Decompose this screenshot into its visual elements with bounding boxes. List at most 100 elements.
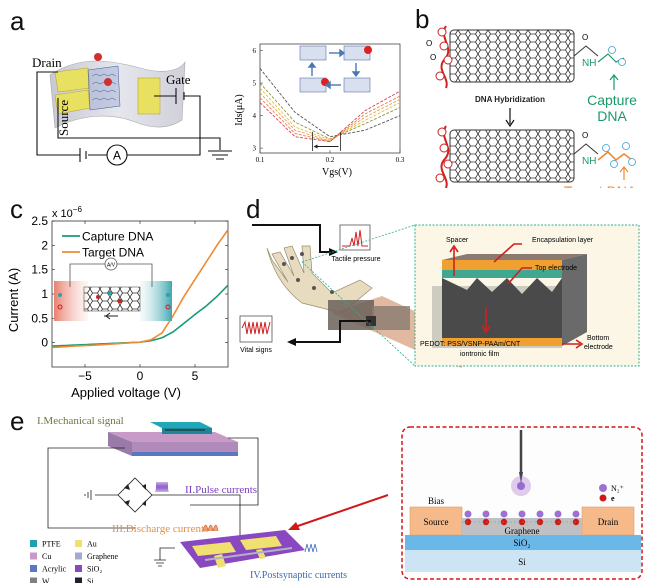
amide-bond (573, 45, 599, 57)
y-axis-label: Ids(μA) (234, 94, 245, 125)
n2-ion-icon (500, 510, 508, 518)
legend-label: Au (87, 540, 97, 549)
drain-electrode (54, 67, 91, 93)
series-line-curve-6 (259, 90, 401, 143)
series-line-curve-5 (259, 95, 401, 143)
synaptic-device (180, 530, 305, 568)
panel-label-b: b (415, 4, 430, 34)
ammeter-label: A (113, 149, 121, 163)
oxygen-label: O (426, 39, 432, 48)
molecule-icon (364, 46, 372, 54)
legend-swatch (75, 565, 82, 572)
n2-ion-icon (572, 510, 580, 518)
electron-icon (599, 494, 607, 502)
series-line-curve-2 (259, 82, 401, 140)
nh-label: NH (582, 58, 596, 69)
x-tick-label: 0.3 (396, 156, 405, 164)
legend-label: PTFE (42, 540, 61, 549)
si-label: Si (518, 557, 526, 567)
shift-arrowhead (313, 144, 318, 149)
n2-ion-icon (518, 510, 526, 518)
encapsulation-layer-label: Encapsulation layer (532, 237, 594, 244)
legend-label: Target DNA (82, 246, 144, 260)
target-dna-strand (597, 150, 633, 162)
postsynaptic-currents-label: IV.Postsynaptic currents (250, 570, 347, 581)
arrow-up-icon (609, 74, 619, 90)
legend-label: Acrylic (42, 565, 66, 574)
mechanical-signal-label: I.Mechanical signal (37, 415, 124, 427)
nanotube-bottom (449, 129, 575, 183)
panel-label-e: e (10, 406, 25, 436)
y-tick-label: 1 (41, 287, 48, 301)
legend-swatch (75, 540, 82, 547)
y-tick-label: 0 (41, 336, 48, 350)
oxygen-label: O (582, 131, 588, 140)
source-label: Source (56, 100, 71, 136)
legend-swatch (30, 540, 37, 547)
legend-label: W (42, 577, 50, 583)
oxygen-label: O (430, 53, 436, 62)
target-dna-label: Target DNA (564, 183, 637, 188)
molecule-icon (94, 53, 102, 61)
discharge-waveform-icon (202, 524, 219, 532)
arrow-down-icon (505, 108, 515, 128)
x-axis-label: Applied voltage (V) (71, 385, 181, 400)
legend-label: Graphene (87, 552, 119, 561)
pulse-waveform-icon (155, 481, 169, 493)
legend-label: Cu (42, 552, 51, 561)
x-tick-label: 0.1 (256, 156, 265, 164)
tactile-pressure-label: Tactile pressure (331, 256, 380, 263)
drain-label: Drain (598, 517, 619, 527)
panel-d-schematic: Tactile pressure Vital signs Spacer Enca… (239, 224, 640, 368)
y-tick-label: 3 (253, 145, 257, 153)
pulse-currents-label: II.Pulse currents (185, 484, 257, 496)
electron-legend-label: e (611, 494, 615, 503)
panel-label-d: d (246, 194, 261, 224)
y-tick-label: 1.5 (31, 263, 48, 277)
legend-label: Capture DNA (82, 230, 153, 244)
bottom-electrode-label-line1: Bottom (587, 335, 609, 342)
series-line-curve-4 (259, 92, 401, 142)
top-electrode-label: Top electrode (535, 265, 577, 272)
legend-swatch (75, 577, 82, 583)
postsynaptic-waveform-icon (304, 543, 318, 553)
polymer-wrap-icon (440, 125, 450, 188)
circuit-wires (36, 71, 232, 162)
film-label-line1: PEDOT: PSS/VSNP-PAAm/CNT (420, 341, 521, 348)
zoom-guide-lines (301, 224, 416, 367)
graphene-label: Graphene (505, 526, 540, 536)
molecule-icon (104, 78, 112, 86)
arrow-up-icon (619, 166, 629, 180)
capture-dna-label-line1: Capture (587, 92, 637, 108)
meter-label: A/V (107, 263, 116, 269)
series-line-curve-3 (259, 87, 401, 141)
panel-label-c: c (10, 194, 23, 224)
arrow-to-tactile (252, 224, 332, 253)
y-tick-label: 4 (253, 112, 257, 120)
panel-e-circuit: I.Mechanical signal II.Pulse currents II… (30, 415, 389, 583)
si-layer (405, 550, 641, 572)
nanopore-inset: A/V (54, 257, 172, 321)
oxygen-label: O (582, 33, 588, 42)
legend-label: SiO₂ (87, 565, 102, 574)
n2-ion-icon (536, 510, 544, 518)
n2-ion-icon (554, 510, 562, 518)
spacer-label: Spacer (446, 237, 469, 244)
plot-frame (259, 43, 401, 154)
n2-legend-label: N₂⁺ (611, 484, 624, 493)
drain-label: Drain (32, 55, 62, 70)
sio2-layer (405, 535, 641, 550)
x-axis-label: Vgs(V) (322, 167, 352, 178)
panel-label-a: a (10, 6, 25, 36)
series-line-curve-1 (259, 68, 401, 138)
panel-a-device: A Drain Source Gate (32, 53, 232, 166)
n2-ion-icon (482, 510, 490, 518)
y-tick-label: 6 (253, 47, 257, 55)
y-tick-label: 2.5 (31, 214, 48, 228)
circuit-wires (47, 437, 259, 567)
step-hybridization: DNA Hybridization (475, 95, 545, 104)
legend-swatch (75, 552, 82, 560)
